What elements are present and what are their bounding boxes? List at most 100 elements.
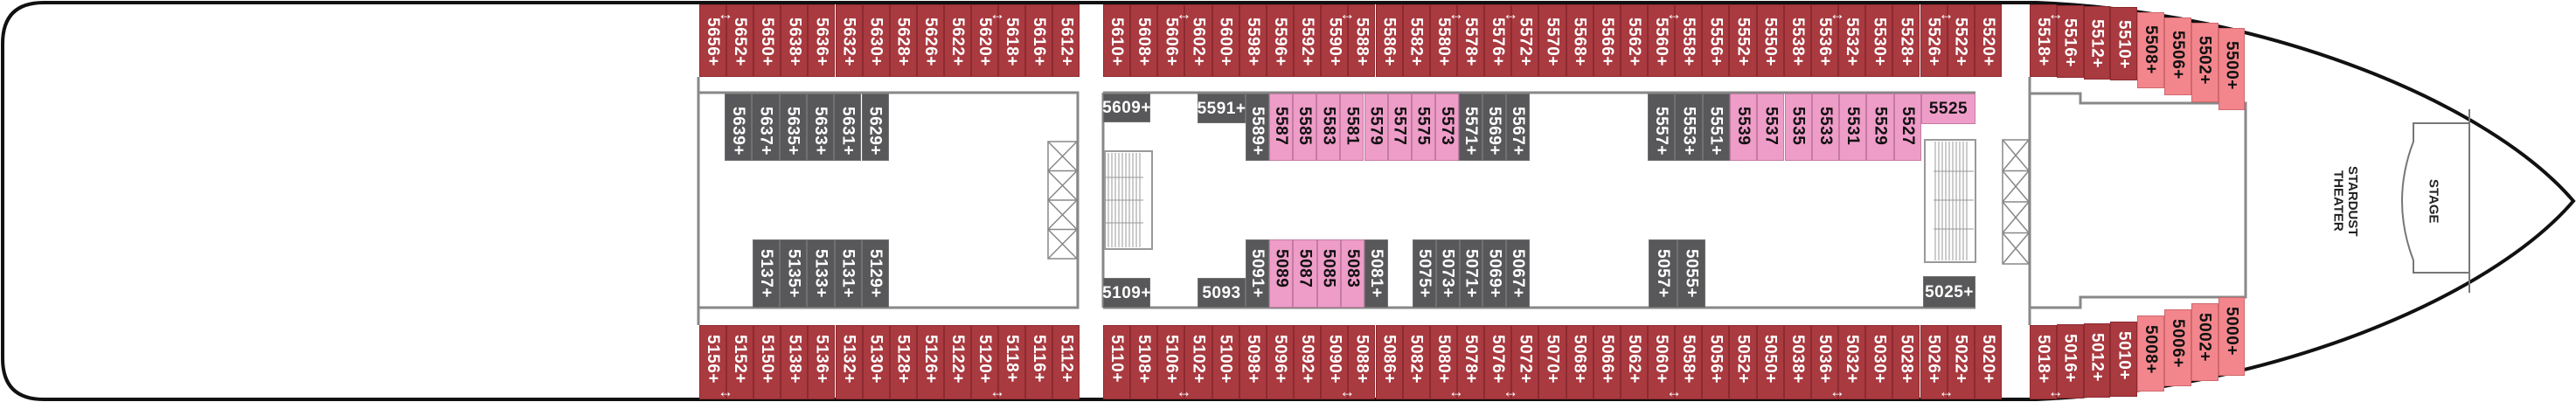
cabin-5512[interactable]: 5512+ xyxy=(2083,6,2111,80)
cabin-5582[interactable]: 5582+ xyxy=(1402,4,1430,77)
cabin-5596[interactable]: 5596+ xyxy=(1266,4,1295,77)
cabin-5577[interactable]: 5577 xyxy=(1387,94,1412,161)
cabin-5090[interactable]: 5090+ xyxy=(1321,325,1349,399)
cabin-5110[interactable]: 5110+ xyxy=(1103,325,1131,399)
cabin-5633[interactable]: 5633+ xyxy=(806,94,835,161)
cabin-5092[interactable]: 5092+ xyxy=(1294,325,1322,399)
cabin-5128[interactable]: 5128+ xyxy=(889,325,917,399)
cabin-5639[interactable]: 5639+ xyxy=(725,94,753,161)
cabin-5082[interactable]: 5082+ xyxy=(1402,325,1430,399)
cabin-5106[interactable]: 5106+ xyxy=(1157,325,1185,399)
cabin-5637[interactable]: 5637+ xyxy=(752,94,780,161)
cabin-5589[interactable]: 5589+ xyxy=(1246,94,1270,161)
cabin-5579[interactable]: 5579 xyxy=(1364,94,1388,161)
cabin-5502[interactable]: 5502+ xyxy=(2191,23,2218,103)
cabin-5550[interactable]: 5550+ xyxy=(1756,4,1784,77)
cabin-5032[interactable]: 5032+ xyxy=(1838,325,1866,399)
cabin-5131[interactable]: 5131+ xyxy=(834,239,862,308)
cabin-5590[interactable]: 5590+ xyxy=(1321,4,1349,77)
cabin-5081[interactable]: 5081+ xyxy=(1364,239,1389,308)
cabin-5530[interactable]: 5530+ xyxy=(1865,4,1893,77)
cabin-5116[interactable]: 5116+ xyxy=(1025,325,1053,399)
cabin-5539[interactable]: 5539 xyxy=(1729,94,1758,161)
cabin-5071[interactable]: 5071+ xyxy=(1459,239,1483,308)
cabin-5576[interactable]: 5576+ xyxy=(1484,4,1512,77)
cabin-5578[interactable]: 5578+ xyxy=(1456,4,1485,77)
cabin-5093[interactable]: 5093 xyxy=(1198,278,1246,308)
cabin-5516[interactable]: 5516+ xyxy=(2056,5,2084,79)
cabin-5030[interactable]: 5030+ xyxy=(1865,325,1893,399)
cabin-5036[interactable]: 5036+ xyxy=(1810,325,1839,399)
cabin-5016[interactable]: 5016+ xyxy=(2056,323,2084,399)
cabin-5622[interactable]: 5622+ xyxy=(943,4,971,77)
cabin-5630[interactable]: 5630+ xyxy=(862,4,890,77)
cabin-5620[interactable]: 5620+ xyxy=(971,4,999,77)
cabin-5010[interactable]: 5010+ xyxy=(2110,322,2138,397)
cabin-5529[interactable]: 5529 xyxy=(1866,94,1894,161)
cabin-5533[interactable]: 5533 xyxy=(1811,94,1840,161)
cabin-5537[interactable]: 5537 xyxy=(1757,94,1785,161)
cabin-5018[interactable]: 5018+ xyxy=(2030,325,2057,399)
cabin-5610[interactable]: 5610+ xyxy=(1103,4,1131,77)
cabin-5072[interactable]: 5072+ xyxy=(1511,325,1539,399)
cabin-5608[interactable]: 5608+ xyxy=(1130,4,1158,77)
cabin-5137[interactable]: 5137+ xyxy=(753,239,781,308)
cabin-5525[interactable]: 5525 xyxy=(1921,94,1975,124)
cabin-5586[interactable]: 5586+ xyxy=(1375,4,1403,77)
cabin-5551[interactable]: 5551+ xyxy=(1702,94,1730,161)
cabin-5085[interactable]: 5085 xyxy=(1316,239,1341,308)
cabin-5070[interactable]: 5070+ xyxy=(1538,325,1566,399)
cabin-5008[interactable]: 5008+ xyxy=(2137,315,2164,392)
cabin-5556[interactable]: 5556+ xyxy=(1702,4,1730,77)
cabin-5002[interactable]: 5002+ xyxy=(2191,302,2218,381)
cabin-5638[interactable]: 5638+ xyxy=(781,4,809,77)
cabin-5518[interactable]: 5518+ xyxy=(2030,4,2057,77)
cabin-5135[interactable]: 5135+ xyxy=(780,239,808,308)
cabin-5056[interactable]: 5056+ xyxy=(1702,325,1730,399)
cabin-5652[interactable]: 5652+ xyxy=(726,4,754,77)
cabin-5073[interactable]: 5073+ xyxy=(1435,239,1460,308)
cabin-5038[interactable]: 5038+ xyxy=(1783,325,1811,399)
cabin-5616[interactable]: 5616+ xyxy=(1025,4,1053,77)
cabin-5581[interactable]: 5581 xyxy=(1340,94,1364,161)
cabin-5632[interactable]: 5632+ xyxy=(835,4,863,77)
cabin-5572[interactable]: 5572+ xyxy=(1511,4,1539,77)
cabin-5520[interactable]: 5520+ xyxy=(1974,4,2002,77)
cabin-5130[interactable]: 5130+ xyxy=(862,325,890,399)
cabin-5567[interactable]: 5567+ xyxy=(1506,94,1531,161)
cabin-5122[interactable]: 5122+ xyxy=(943,325,971,399)
cabin-5568[interactable]: 5568+ xyxy=(1566,4,1594,77)
cabin-5132[interactable]: 5132+ xyxy=(835,325,863,399)
cabin-5026[interactable]: 5026+ xyxy=(1920,325,1948,399)
cabin-5526[interactable]: 5526+ xyxy=(1920,4,1948,77)
cabin-5587[interactable]: 5587 xyxy=(1269,94,1294,161)
cabin-5522[interactable]: 5522+ xyxy=(1947,4,1975,77)
cabin-5080[interactable]: 5080+ xyxy=(1429,325,1457,399)
cabin-5583[interactable]: 5583 xyxy=(1316,94,1341,161)
cabin-5612[interactable]: 5612+ xyxy=(1052,4,1080,77)
cabin-5067[interactable]: 5067+ xyxy=(1506,239,1530,308)
cabin-5558[interactable]: 5558+ xyxy=(1675,4,1703,77)
cabin-5557[interactable]: 5557+ xyxy=(1648,94,1676,161)
cabin-5108[interactable]: 5108+ xyxy=(1130,325,1158,399)
cabin-5069[interactable]: 5069+ xyxy=(1482,239,1507,308)
cabin-5552[interactable]: 5552+ xyxy=(1729,4,1757,77)
cabin-5087[interactable]: 5087 xyxy=(1293,239,1317,308)
cabin-5527[interactable]: 5527 xyxy=(1893,94,1921,161)
cabin-5129[interactable]: 5129+ xyxy=(861,239,889,308)
cabin-5068[interactable]: 5068+ xyxy=(1566,325,1594,399)
cabin-5506[interactable]: 5506+ xyxy=(2164,17,2191,95)
cabin-5050[interactable]: 5050+ xyxy=(1756,325,1784,399)
cabin-5012[interactable]: 5012+ xyxy=(2083,322,2111,398)
cabin-5078[interactable]: 5078+ xyxy=(1456,325,1485,399)
cabin-5000[interactable]: 5000+ xyxy=(2218,296,2246,376)
cabin-5102[interactable]: 5102+ xyxy=(1184,325,1212,399)
cabin-5575[interactable]: 5575 xyxy=(1411,94,1435,161)
cabin-5609[interactable]: 5609+ xyxy=(1102,94,1150,122)
cabin-5060[interactable]: 5060+ xyxy=(1648,325,1676,399)
cabin-5618[interactable]: 5618+ xyxy=(998,4,1026,77)
cabin-5055[interactable]: 5055+ xyxy=(1677,239,1705,308)
cabin-5569[interactable]: 5569+ xyxy=(1482,94,1507,161)
cabin-5076[interactable]: 5076+ xyxy=(1484,325,1512,399)
cabin-5028[interactable]: 5028+ xyxy=(1892,325,1920,399)
